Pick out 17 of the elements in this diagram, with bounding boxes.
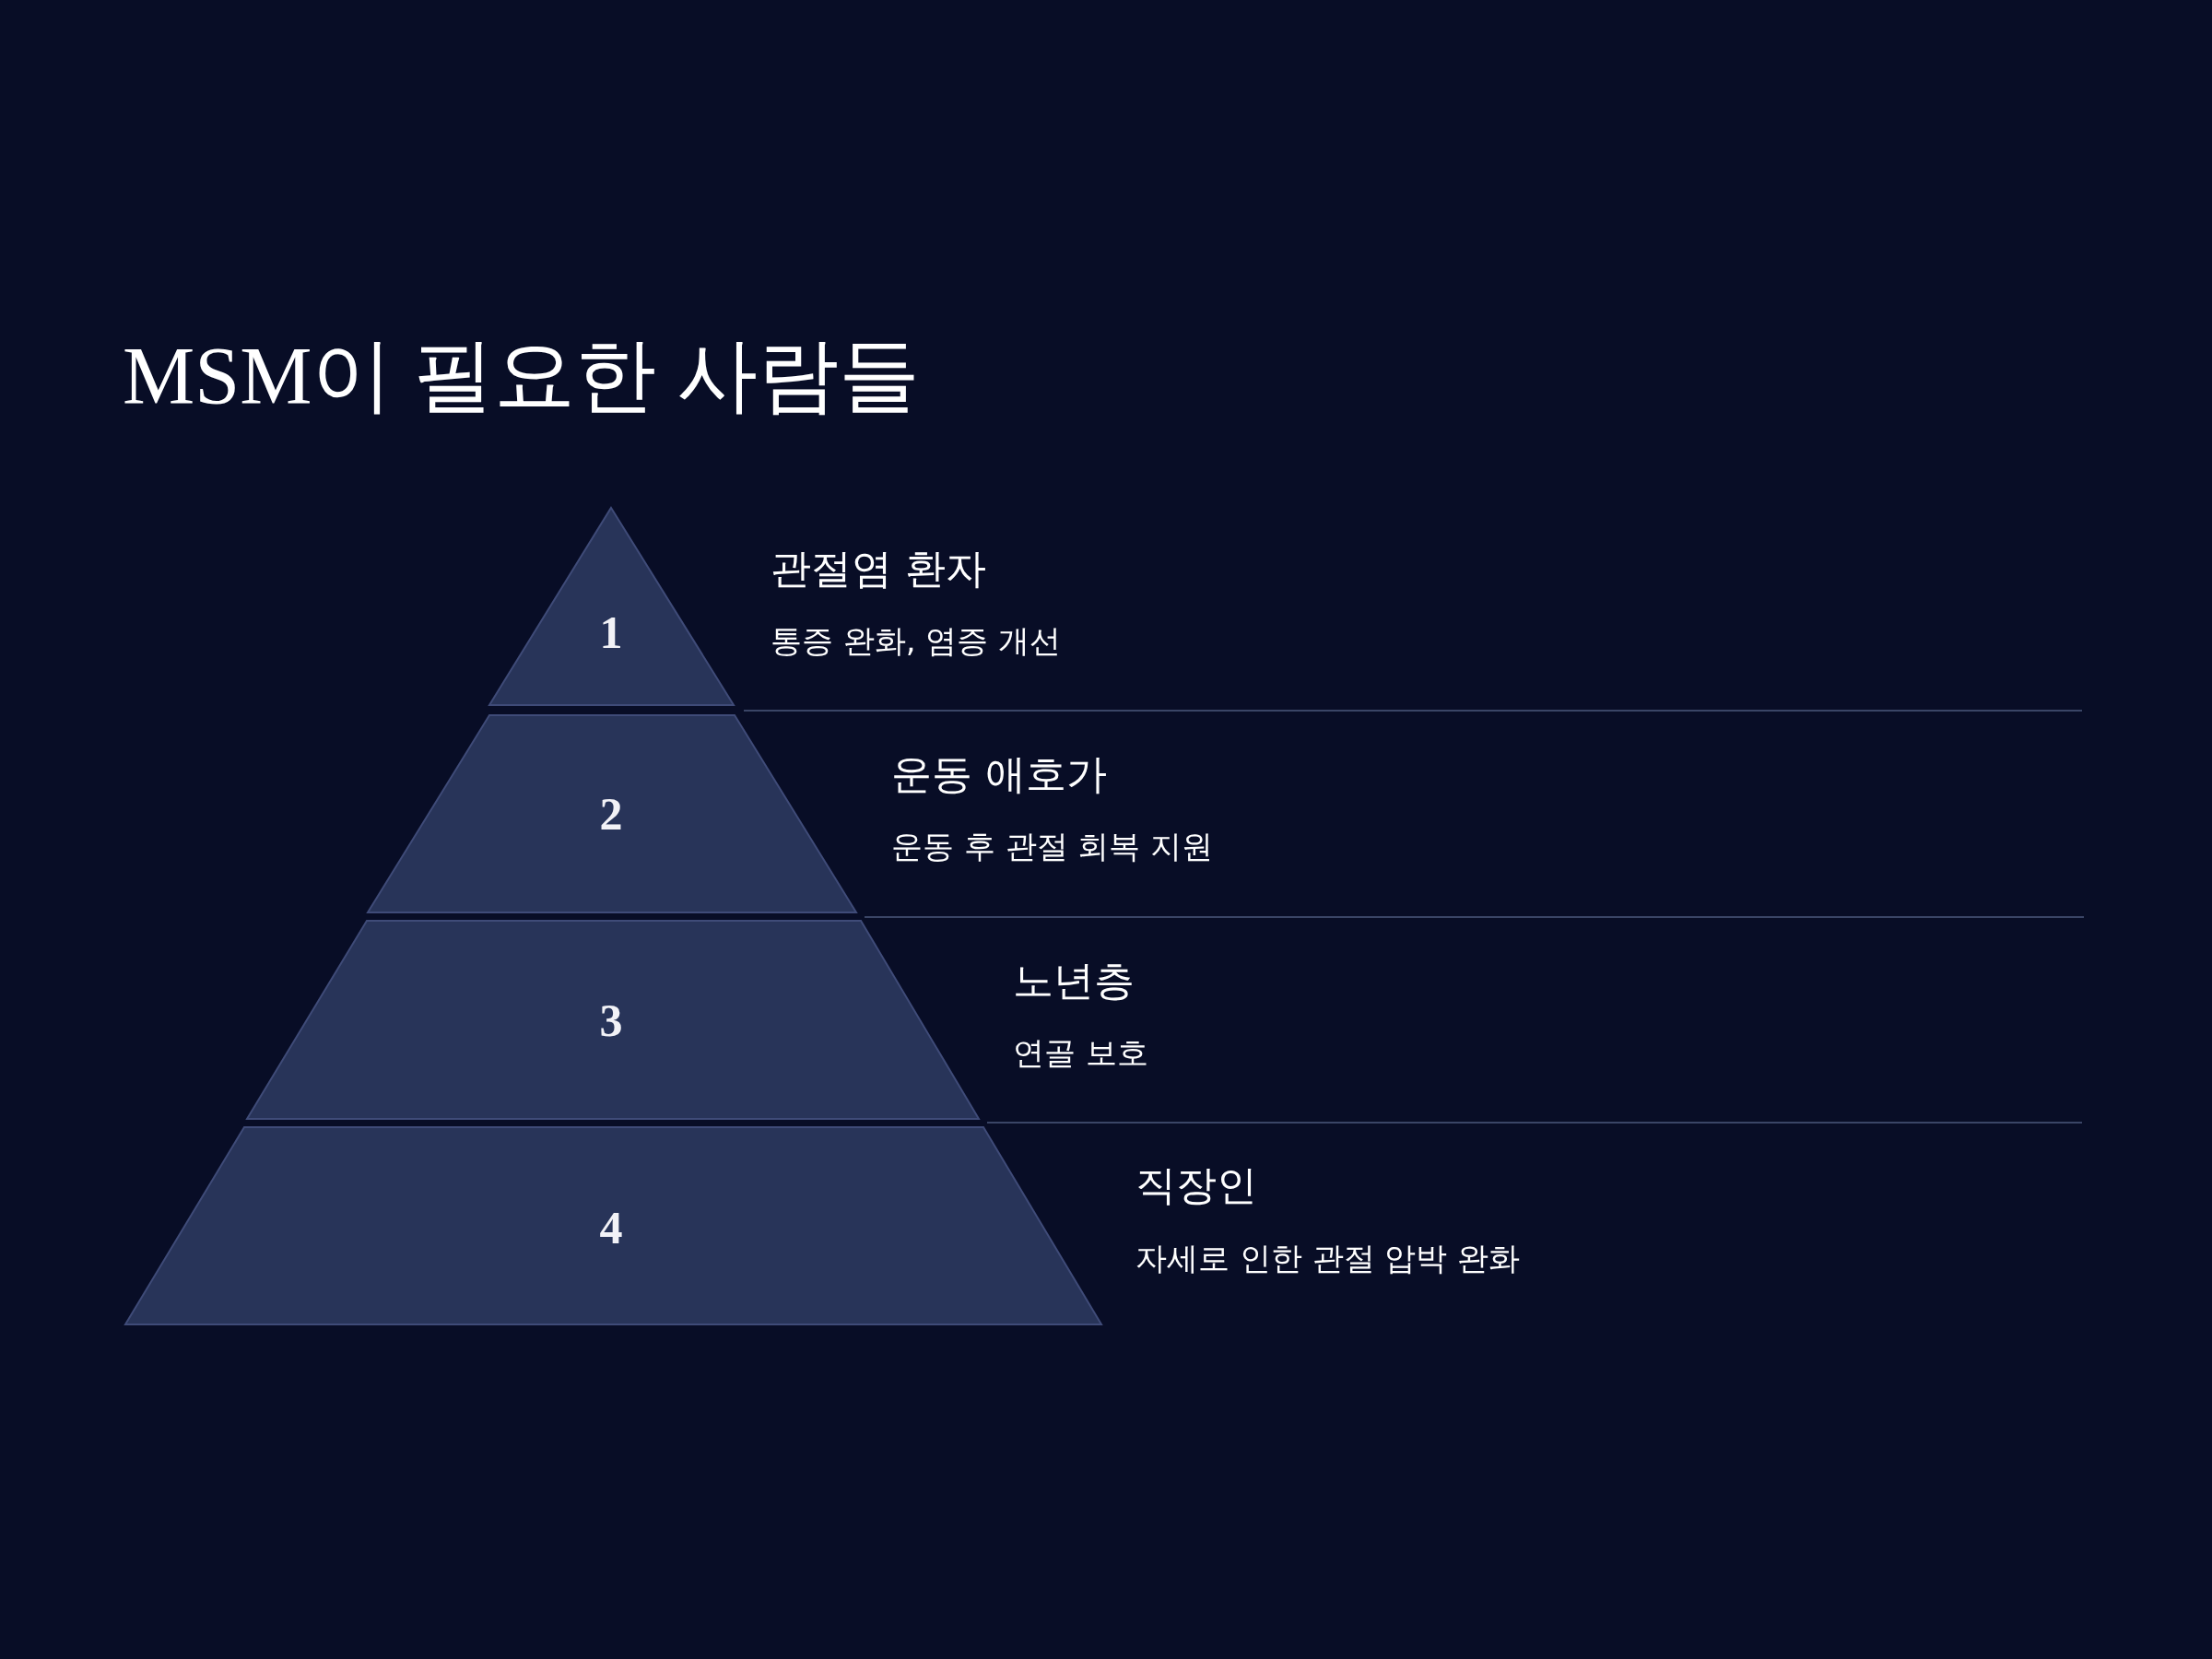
tier-description: 자세로 인한 관절 압박 완화 xyxy=(1135,1239,1521,1277)
pyramid-tier xyxy=(125,1127,1101,1324)
tier-number: 3 xyxy=(599,997,623,1043)
pyramid-tier xyxy=(368,715,856,912)
tier-heading: 관절염 환자 xyxy=(771,544,986,594)
tier-number: 2 xyxy=(599,791,623,837)
tier-heading: 운동 애호가 xyxy=(891,749,1107,799)
pyramid-tier xyxy=(489,508,734,705)
title: MSM이 필요한 사람들 xyxy=(123,330,921,422)
tier-description: 통증 완화, 염증 개선 xyxy=(771,621,1062,660)
tier-number: 4 xyxy=(599,1205,623,1251)
pyramid-tier xyxy=(247,921,979,1119)
tier-heading: 직장인 xyxy=(1135,1160,1257,1210)
tier-description: 연골 보호 xyxy=(1013,1033,1148,1072)
tier-heading: 노년층 xyxy=(1013,956,1135,1006)
tier-description: 운동 후 관절 회복 지원 xyxy=(891,827,1214,865)
tier-number: 1 xyxy=(599,609,623,655)
